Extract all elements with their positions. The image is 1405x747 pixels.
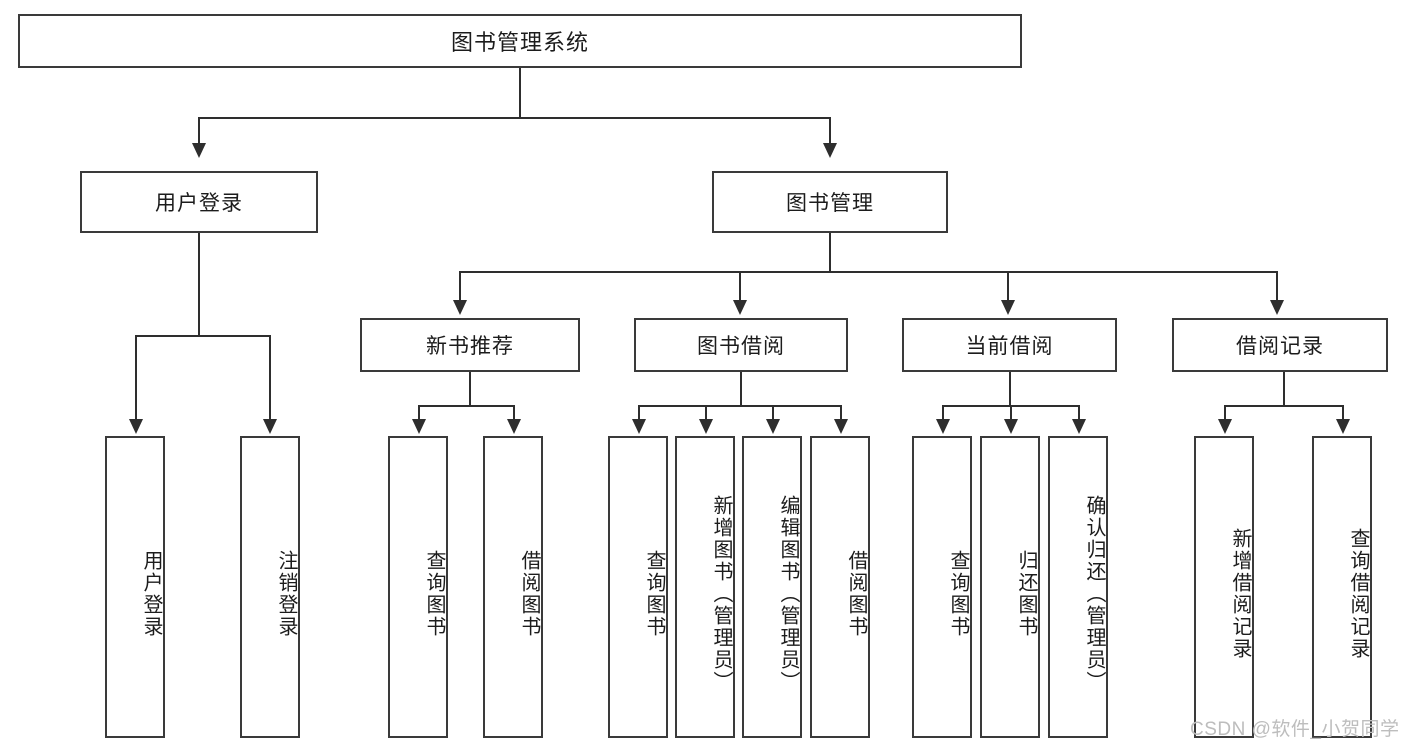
connector-cb-stem bbox=[1009, 372, 1011, 405]
connector-br-bar bbox=[1224, 405, 1344, 407]
connector-br-drop-2 bbox=[1342, 405, 1344, 421]
connector-nbr-stem bbox=[469, 372, 471, 405]
connector-user-login-drop-2 bbox=[269, 335, 271, 421]
connector-bb-drop-4 bbox=[840, 405, 842, 421]
connector-level3-drop-4 bbox=[1276, 271, 1278, 302]
arrow-to-leaf-bb-4 bbox=[834, 419, 848, 434]
arrow-to-leaf-user-login-2 bbox=[263, 419, 277, 434]
connector-user-login-stem bbox=[198, 233, 200, 335]
arrow-to-book-manage bbox=[823, 143, 837, 158]
connector-nbr-drop-2 bbox=[513, 405, 515, 421]
connector-bb-drop-3 bbox=[772, 405, 774, 421]
connector-user-login-bar bbox=[135, 335, 270, 337]
connector-book-manage-stem bbox=[829, 233, 831, 271]
connector-level3-drop-2 bbox=[739, 271, 741, 302]
node-label: 注销登录 bbox=[275, 550, 297, 638]
leaf-bb-add-book-admin[interactable]: 新增图书（管理员） bbox=[675, 436, 735, 738]
connector-cb-drop-1 bbox=[942, 405, 944, 421]
node-book-manage[interactable]: 图书管理 bbox=[712, 171, 948, 233]
connector-level3-drop-3 bbox=[1007, 271, 1009, 302]
node-label: 用户登录 bbox=[140, 550, 162, 638]
arrow-to-leaf-bb-1 bbox=[632, 419, 646, 434]
node-label: 查询借阅记录 bbox=[1347, 528, 1369, 660]
arrow-to-borrow-record bbox=[1270, 300, 1284, 315]
connector-level2-bar bbox=[198, 117, 831, 119]
connector-level3-bar bbox=[459, 271, 1278, 273]
arrow-to-new-book-recommend bbox=[453, 300, 467, 315]
connector-cb-drop-2 bbox=[1010, 405, 1012, 421]
node-label: 确认归还（管理员） bbox=[1083, 495, 1105, 693]
node-label: 借阅图书 bbox=[518, 550, 540, 638]
connector-nbr-bar bbox=[418, 405, 515, 407]
connector-cb-drop-3 bbox=[1078, 405, 1080, 421]
leaf-user-login[interactable]: 用户登录 bbox=[105, 436, 165, 738]
arrow-to-leaf-user-login-1 bbox=[129, 419, 143, 434]
node-label: 新增借阅记录 bbox=[1229, 528, 1251, 660]
node-borrow-record[interactable]: 借阅记录 bbox=[1172, 318, 1388, 372]
leaf-bb-borrow-book[interactable]: 借阅图书 bbox=[810, 436, 870, 738]
leaf-br-add-record[interactable]: 新增借阅记录 bbox=[1194, 436, 1254, 738]
connector-root-stem bbox=[519, 68, 521, 117]
node-label: 借阅图书 bbox=[845, 550, 867, 638]
node-label: 新增图书（管理员） bbox=[710, 495, 732, 693]
connector-level3-drop-1 bbox=[459, 271, 461, 302]
node-label: 查询图书 bbox=[423, 550, 445, 638]
node-root-library-system[interactable]: 图书管理系统 bbox=[18, 14, 1022, 68]
arrow-to-book-borrow bbox=[733, 300, 747, 315]
connector-level2-drop-left bbox=[198, 117, 200, 145]
leaf-cb-return-book[interactable]: 归还图书 bbox=[980, 436, 1040, 738]
leaf-nbr-query-book[interactable]: 查询图书 bbox=[388, 436, 448, 738]
arrow-to-leaf-cb-1 bbox=[936, 419, 950, 434]
node-label: 图书管理系统 bbox=[450, 30, 589, 55]
arrow-to-leaf-bb-3 bbox=[766, 419, 780, 434]
connector-bb-stem bbox=[740, 372, 742, 405]
arrow-to-user-login bbox=[192, 143, 206, 158]
node-label: 查询图书 bbox=[643, 550, 665, 638]
node-label: 借阅记录 bbox=[1236, 335, 1324, 358]
node-label: 新书推荐 bbox=[426, 335, 514, 358]
arrow-to-leaf-nbr-1 bbox=[412, 419, 426, 434]
arrow-to-leaf-cb-2 bbox=[1004, 419, 1018, 434]
node-label: 当前借阅 bbox=[965, 335, 1054, 358]
node-label: 查询图书 bbox=[947, 550, 969, 638]
arrow-to-current-borrow bbox=[1001, 300, 1015, 315]
node-new-book-recommend[interactable]: 新书推荐 bbox=[360, 318, 580, 372]
leaf-br-query-record[interactable]: 查询借阅记录 bbox=[1312, 436, 1372, 738]
connector-level2-drop-right bbox=[829, 117, 831, 145]
node-label: 编辑图书（管理员） bbox=[777, 495, 799, 693]
connector-br-stem bbox=[1283, 372, 1285, 405]
node-label: 用户登录 bbox=[155, 192, 243, 215]
arrow-to-leaf-bb-2 bbox=[699, 419, 713, 434]
leaf-bb-query-book[interactable]: 查询图书 bbox=[608, 436, 668, 738]
leaf-nbr-borrow-book[interactable]: 借阅图书 bbox=[483, 436, 543, 738]
connector-bb-drop-2 bbox=[705, 405, 707, 421]
node-book-borrow[interactable]: 图书借阅 bbox=[634, 318, 848, 372]
connector-nbr-drop-1 bbox=[418, 405, 420, 421]
node-label: 图书借阅 bbox=[697, 335, 785, 358]
leaf-logout[interactable]: 注销登录 bbox=[240, 436, 300, 738]
connector-user-login-drop-1 bbox=[135, 335, 137, 421]
node-user-login[interactable]: 用户登录 bbox=[80, 171, 318, 233]
leaf-cb-query-book[interactable]: 查询图书 bbox=[912, 436, 972, 738]
leaf-bb-edit-book-admin[interactable]: 编辑图书（管理员） bbox=[742, 436, 802, 738]
node-label: 归还图书 bbox=[1015, 550, 1037, 638]
arrow-to-leaf-cb-3 bbox=[1072, 419, 1086, 434]
connector-br-drop-1 bbox=[1224, 405, 1226, 421]
node-label: 图书管理 bbox=[786, 192, 874, 215]
node-current-borrow[interactable]: 当前借阅 bbox=[902, 318, 1117, 372]
leaf-cb-confirm-return-admin[interactable]: 确认归还（管理员） bbox=[1048, 436, 1108, 738]
arrow-to-leaf-br-1 bbox=[1218, 419, 1232, 434]
connector-bb-drop-1 bbox=[638, 405, 640, 421]
arrow-to-leaf-nbr-2 bbox=[507, 419, 521, 434]
connector-bb-bar bbox=[638, 405, 842, 407]
arrow-to-leaf-br-2 bbox=[1336, 419, 1350, 434]
